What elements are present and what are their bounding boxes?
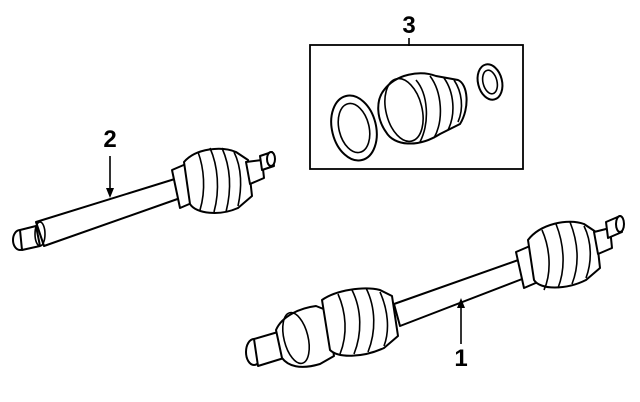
axle-shaft-2-icon[interactable]: [12, 147, 276, 251]
shaft-2-bar-end: [34, 221, 46, 247]
shaft-1-inner-housing: [275, 305, 335, 368]
shaft-2-joint: [245, 159, 265, 185]
boot-kit-3-icon[interactable]: [309, 38, 524, 170]
boot-kit-box: [309, 44, 524, 170]
axle-shaft-1-icon[interactable]: [245, 215, 625, 368]
shaft-1-outer-boot: [527, 220, 601, 289]
shaft-1-bar: [393, 257, 531, 327]
large-clamp-ring: [330, 94, 378, 162]
callout-number-1: 1: [454, 345, 468, 372]
callout-number-2: 2: [103, 126, 117, 153]
shaft-2-stub: [19, 225, 41, 251]
callout-number-3: 3: [402, 12, 416, 39]
small-clamp-ring: [476, 63, 504, 101]
